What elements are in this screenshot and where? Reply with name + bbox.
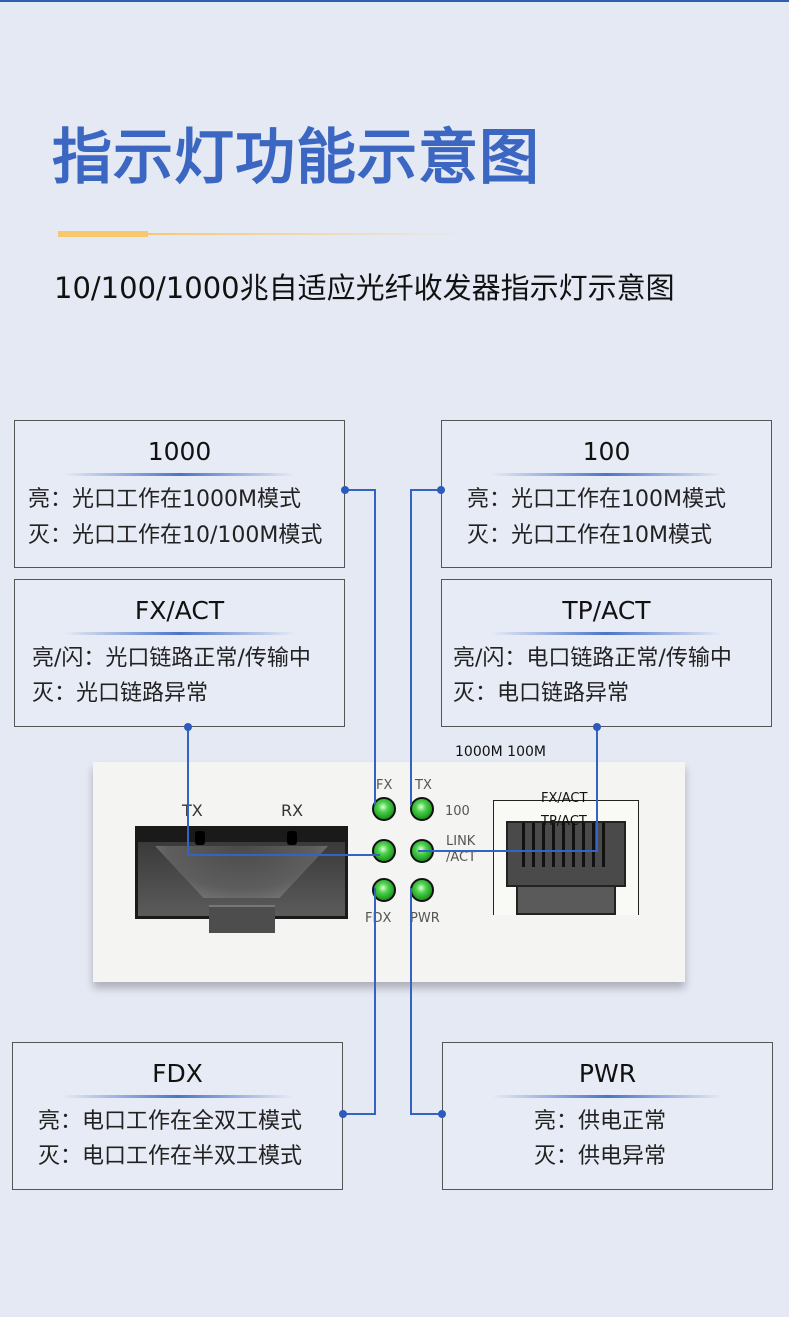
box-line-on: 亮：光口工作在100M模式 [467,487,726,512]
connector-1000 [345,489,376,805]
led-tp-act [410,839,434,863]
box-line-off: 灭：电口工作在半双工模式 [38,1144,303,1169]
heading-underline [491,632,722,635]
speed-label: 1000M 100M [455,744,546,760]
box-pwr: PWR 亮：供电正常 灭：供电异常 [442,1042,773,1190]
led-tx-100 [410,797,434,821]
led-act-label: /ACT [446,850,477,865]
box-heading: 1000 [147,437,212,466]
led-tx-label: TX [415,778,432,793]
box-heading: TP/ACT [562,596,651,625]
box-line-off: 灭：光口工作在10M模式 [467,523,712,548]
heading-underline [64,473,295,476]
connector-100 [410,489,441,805]
heading-underline [492,1095,723,1098]
box-line-off: 灭：光口工作在10/100M模式 [28,523,323,548]
led-fdx-label: FDX [365,911,392,926]
heading-underline [64,632,295,635]
box-heading: 100 [582,437,631,466]
box-line-on: 亮/闪：光口链路正常/传输中 [32,646,311,671]
top-border [0,0,789,2]
led-fdx [372,878,396,902]
rj45-tp-act-label: TP/ACT [541,814,587,829]
box-heading: PWR [578,1059,637,1088]
led-fx-label: FX [376,778,393,793]
sfp-tx-label: TX [182,801,203,820]
rj45-fx-act-label: FX/ACT [541,791,588,806]
led-fx-1000 [372,797,396,821]
box-fdx: FDX 亮：电口工作在全双工模式 灭：电口工作在半双工模式 [12,1042,343,1190]
box-line-on: 亮：光口工作在1000M模式 [28,487,301,512]
box-heading: FX/ACT [134,596,225,625]
box-line-off: 灭：供电异常 [534,1144,667,1169]
box-line-on: 亮：供电正常 [534,1109,667,1134]
sfp-rx-label: RX [281,801,304,820]
box-heading: FDX [152,1059,203,1088]
box-line-off: 灭：电口链路异常 [453,681,630,706]
box-line-off: 灭：光口链路异常 [32,681,209,706]
led-pwr-label: PWR [410,911,440,926]
page-title: 指示灯功能示意图 [52,123,540,193]
box-1000: 1000 亮：光口工作在1000M模式 灭：光口工作在10/100M模式 [14,420,345,568]
box-line-on: 亮：电口工作在全双工模式 [38,1109,303,1134]
sfp-fiber-port [135,826,348,933]
led-fx-act [372,839,396,863]
box-fx-act: FX/ACT 亮/闪：光口链路正常/传输中 灭：光口链路异常 [14,579,345,727]
led-pwr [410,878,434,902]
page-subtitle: 10/100/1000兆自适应光纤收发器指示灯示意图 [54,271,675,305]
box-line-on: 亮/闪：电口链路正常/传输中 [453,646,732,671]
led-100-label: 100 [445,804,470,819]
heading-underline [62,1095,293,1098]
heading-underline [491,473,722,476]
box-100: 100 亮：光口工作在100M模式 灭：光口工作在10M模式 [441,420,772,568]
box-tp-act: TP/ACT 亮/闪：电口链路正常/传输中 灭：电口链路异常 [441,579,772,727]
led-link-label: LINK [446,834,476,849]
